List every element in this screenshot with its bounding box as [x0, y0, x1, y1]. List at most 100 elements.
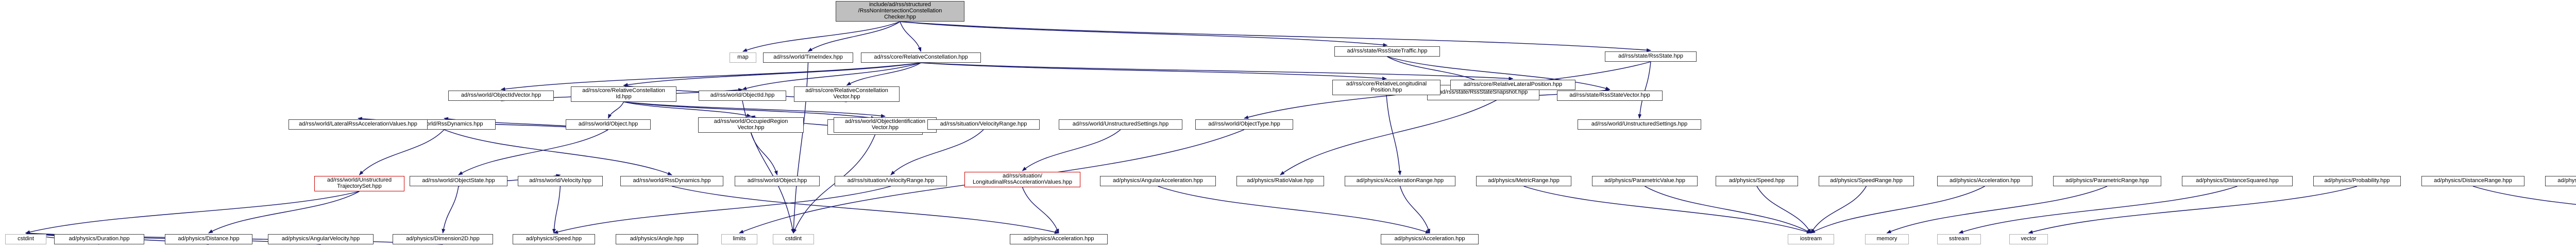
graph-node[interactable]: ad/physics/ParametricValue.hpp: [1592, 176, 1698, 186]
graph-edge: [1638, 61, 1651, 119]
graph-edge: [846, 62, 921, 86]
graph-node-label: ad/physics/AngularAcceleration.hpp: [1113, 177, 1203, 184]
graph-node-root[interactable]: include/ad/rss/structured /RssNonInterse…: [836, 1, 964, 22]
graph-node[interactable]: ad/physics/DistanceSquared.hpp: [2182, 176, 2293, 186]
graph-node[interactable]: ad/rss/world/Velocity.hpp: [518, 176, 603, 186]
graph-node[interactable]: ad/rss/state/RssState.hpp: [1605, 51, 1697, 62]
graph-node[interactable]: ad/physics/Speed.hpp: [1716, 176, 1798, 186]
graph-node-label: ad/rss/world/UnstructuredSettings.hpp: [1591, 121, 1688, 128]
graph-node[interactable]: ad/rss/world/ObjectState.hpp: [410, 176, 507, 186]
graph-node[interactable]: cstdint: [5, 234, 46, 244]
graph-node[interactable]: ad/physics/AngularVelocity.hpp: [2545, 176, 2576, 186]
graph-node[interactable]: ad/rss/world/ObjectType.hpp: [1195, 119, 1293, 130]
graph-node[interactable]: ad/rss/situation/VelocityRange.hpp: [927, 119, 1040, 130]
graph-node-label: ad/rss/world/RssDynamics.hpp: [405, 121, 483, 128]
graph-node-label: limits: [733, 236, 746, 242]
graph-node[interactable]: ad/rss/world/UnstructuredSettings.hpp: [1578, 119, 1701, 130]
graph-edge: [552, 186, 561, 234]
graph-node[interactable]: ad/physics/AngularAcceleration.hpp: [1100, 176, 1216, 186]
graph-node[interactable]: ad/rss/world/ObjectId.hpp: [699, 91, 786, 101]
graph-node-label: memory: [1876, 236, 1897, 242]
graph-node[interactable]: ad/rss/core/RelativeConstellation.hpp: [861, 52, 981, 63]
graph-node[interactable]: ad/rss/world/OccupiedRegion Vector.hpp: [698, 117, 804, 133]
graph-node-label: ad/physics/Acceleration.hpp: [1950, 177, 2020, 184]
graph-node[interactable]: ad/physics/SpeedRange.hpp: [1819, 176, 1914, 186]
graph-node[interactable]: ad/rss/state/RssStateTraffic.hpp: [1334, 46, 1440, 57]
graph-edge: [25, 191, 360, 234]
graph-edge: [900, 21, 1651, 52]
graph-node[interactable]: ad/physics/Speed.hpp: [513, 234, 595, 244]
graph-node-label: cstdint: [18, 236, 34, 242]
graph-node-label: ad/physics/Angle.hpp: [630, 236, 684, 242]
graph-node[interactable]: ad/rss/world/LateralRssAccelerationValue…: [289, 119, 428, 130]
graph-node-label: ad/physics/Speed.hpp: [1728, 177, 1785, 184]
graph-node[interactable]: ad/physics/Angle.hpp: [616, 234, 698, 244]
graph-node[interactable]: memory: [1865, 234, 1909, 244]
graph-node[interactable]: iostream: [1788, 234, 1834, 244]
graph-node[interactable]: map: [730, 52, 756, 63]
graph-node[interactable]: ad/rss/world/ObjectIdentification Vector…: [834, 117, 937, 133]
graph-node-label: include/ad/rss/structured /RssNonInterse…: [858, 2, 942, 20]
graph-node[interactable]: ad/rss/world/ObjectIdVector.hpp: [448, 91, 554, 101]
graph-node[interactable]: ad/rss/world/RssDynamics.hpp: [620, 176, 723, 186]
graph-node[interactable]: ad/rss/core/RelativeLateralPosition.hpp: [1450, 80, 1575, 90]
graph-node[interactable]: ad/physics/RatioValue.hpp: [1236, 176, 1324, 186]
graph-node[interactable]: ad/physics/DistanceRange.hpp: [2421, 176, 2524, 186]
graph-node-label: ad/rss/world/ObjectId.hpp: [710, 92, 775, 99]
graph-node-label: ad/rss/world/OccupiedRegion Vector.hpp: [714, 118, 788, 131]
graph-node[interactable]: ad/rss/world/TimeIndex.hpp: [763, 52, 853, 63]
graph-edge: [623, 101, 876, 120]
graph-node[interactable]: ad/physics/Acceleration.hpp: [1010, 234, 1108, 244]
graph-node-label: ad/rss/world/ObjectType.hpp: [1208, 121, 1280, 128]
graph-node-label: ad/rss/world/RssDynamics.hpp: [633, 177, 711, 184]
graph-node[interactable]: ad/rss/world/Object.hpp: [566, 119, 651, 130]
graph-node[interactable]: ad/rss/core/RelativeConstellation Vector…: [794, 86, 900, 102]
graph-node[interactable]: ad/rss/situation/ LongitudinalRssAcceler…: [964, 172, 1080, 187]
graph-node-label: cstdint: [785, 236, 802, 242]
graph-node[interactable]: ad/physics/Acceleration.hpp: [1381, 234, 1479, 244]
graph-node[interactable]: ad/rss/world/Unstructured TrajectorySet.…: [314, 176, 404, 191]
graph-node-label: ad/rss/world/Unstructured TrajectorySet.…: [327, 177, 392, 189]
graph-node-label: ad/physics/Speed.hpp: [526, 236, 582, 242]
graph-edge: [807, 21, 901, 52]
graph-node-label: map: [737, 54, 749, 61]
graph-node[interactable]: ad/rss/situation/VelocityRange.hpp: [835, 176, 947, 186]
graph-node[interactable]: ad/physics/AngularVelocity.hpp: [268, 234, 374, 244]
graph-node-label: ad/physics/SpeedRange.hpp: [1830, 177, 1903, 184]
graph-edge: [623, 101, 886, 118]
graph-node[interactable]: sstream: [1937, 234, 1981, 244]
graph-node[interactable]: ad/physics/Acceleration.hpp: [1937, 176, 2032, 186]
graph-edge: [553, 186, 891, 234]
graph-node-label: ad/physics/MetricRange.hpp: [1488, 177, 1560, 184]
graph-node-label: ad/rss/world/Object.hpp: [578, 121, 638, 128]
graph-node-label: ad/physics/Duration.hpp: [69, 236, 130, 242]
graph-node-label: ad/physics/Dimension2D.hpp: [406, 236, 480, 242]
graph-node[interactable]: ad/physics/Probability.hpp: [2313, 176, 2401, 186]
graph-node[interactable]: ad/rss/world/UnstructuredSettings.hpp: [1059, 119, 1182, 130]
graph-node[interactable]: ad/rss/world/Object.hpp: [735, 176, 820, 186]
graph-edge: [1022, 129, 1121, 171]
graph-node-label: ad/rss/core/RelativeConstellation Id.hpp: [582, 87, 665, 100]
graph-node-label: ad/rss/world/UnstructuredSettings.hpp: [1072, 121, 1169, 128]
graph-edge: [900, 21, 1388, 47]
graph-node[interactable]: ad/rss/state/RssStateVector.hpp: [1557, 91, 1663, 101]
graph-node[interactable]: ad/physics/ParametricRange.hpp: [2053, 176, 2161, 186]
graph-node[interactable]: limits: [721, 234, 757, 244]
graph-node-label: ad/rss/state/RssState.hpp: [1618, 53, 1683, 60]
graph-node[interactable]: vector: [2009, 234, 2048, 244]
graph-node[interactable]: ad/physics/AccelerationRange.hpp: [1345, 176, 1455, 186]
graph-edge: [742, 62, 921, 91]
graph-edge: [671, 186, 1059, 234]
graph-node[interactable]: cstdint: [773, 234, 814, 244]
graph-node[interactable]: ad/physics/MetricRange.hpp: [1476, 176, 1571, 186]
graph-node[interactable]: ad/physics/Distance.hpp: [165, 234, 252, 244]
graph-node-label: ad/physics/AngularVelocity.hpp: [281, 236, 360, 242]
graph-edge: [500, 62, 921, 91]
graph-node-label: ad/rss/core/RelativeLongitudinal Positio…: [1346, 81, 1427, 93]
graph-node[interactable]: ad/physics/Duration.hpp: [54, 234, 144, 244]
graph-node[interactable]: ad/physics/Dimension2D.hpp: [393, 234, 493, 244]
graph-node-label: ad/rss/state/RssStateSnapshot.hpp: [1438, 89, 1528, 96]
graph-node[interactable]: ad/rss/core/RelativeConstellation Id.hpp: [571, 86, 676, 102]
graph-node[interactable]: ad/rss/core/RelativeLongitudinal Positio…: [1332, 80, 1440, 95]
